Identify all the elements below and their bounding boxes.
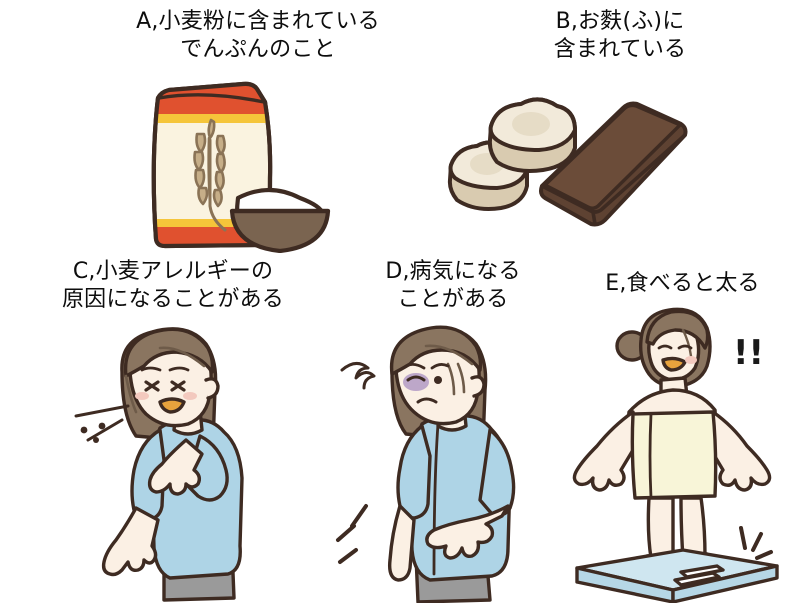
- woman-on-scale-icon: !!: [555, 300, 800, 603]
- option-d-caption: D,病気になる ことがある: [385, 259, 521, 313]
- option-a-caption: A,小麦粉に含まれている でんぷんのこと: [136, 9, 380, 63]
- option-b-caption: B,お麩(ふ)に 含まれている: [553, 9, 687, 63]
- coughing-woman-icon: [60, 320, 310, 603]
- flour-bag-icon: [125, 78, 350, 253]
- option-e-caption: E,食べると太る: [605, 271, 760, 296]
- exclamation-marks: !!: [733, 333, 764, 373]
- sick-woman-icon: [330, 320, 560, 603]
- option-c-caption: C,小麦アレルギーの 原因になることがある: [61, 259, 284, 313]
- wheat-gluten-fu-icon: [435, 90, 700, 255]
